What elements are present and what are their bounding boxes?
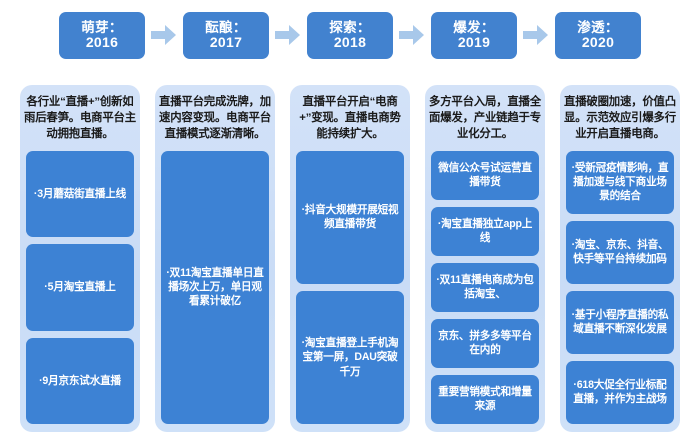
detail-column-2018: 直播平台开启“电商+”变现。直播电商势能持续扩大。 ·抖音大规模开展短视频直播带… (290, 85, 410, 432)
phase-timeline-row: 萌芽： 2016 酝酿： 2017 探索： 20 (0, 10, 700, 60)
detail-column-2017: 直播平台完成洗牌，加速内容变现。电商平台直播模式逐渐清晰。 ·双11淘宝直播单日… (155, 85, 275, 432)
column-heading-2017: 直播平台完成洗牌，加速内容变现。电商平台直播模式逐渐清晰。 (159, 96, 271, 141)
phase-label-2019: 爆发： (453, 19, 495, 35)
phase-label-2017: 酝酿： (205, 19, 247, 35)
column-heading-2019: 多方平台入局，直播全面爆发，产业链趋于专业化分工。 (429, 96, 541, 141)
detail-column-2016: 各行业“直播+”创新如雨后春笋。电商平台主动拥抱直播。 ·3月蘑菇街直播上线 ·… (20, 85, 140, 432)
right-arrow-icon-3 (393, 12, 431, 59)
column-heading-2020: 直播破圈加速，价值凸显。示范效应引爆多行业开启直播电商。 (564, 96, 676, 141)
phase-cell-5: 渗透： 2020 (555, 11, 641, 59)
bullet-item[interactable]: ·基于小程序直播的私域直播不断深化发展 (566, 290, 674, 354)
bullet-list-2017: ·双11淘宝直播单日直播场次上万，单日观看累计破亿 (161, 150, 269, 424)
bullet-item[interactable]: ·5月淘宝直播上 (26, 244, 134, 331)
phase-cell-4: 爆发： 2019 (431, 11, 555, 59)
phase-box-2020[interactable]: 渗透： 2020 (555, 11, 641, 59)
bullet-list-2018: ·抖音大规模开展短视频直播带货 ·淘宝直播登上手机淘宝第一屏，DAU突破千万 (296, 150, 404, 424)
bullet-item[interactable]: ·抖音大规模开展短视频直播带货 (296, 150, 404, 284)
bullet-item[interactable]: ·淘宝、京东、抖音、快手等平台持续加码 (566, 220, 674, 284)
bullet-list-2019: 微信公众号试运营直播带货 ·淘宝直播独立app上线 ·双11直播电商成为包括淘宝… (431, 150, 539, 425)
phase-year-2020: 2020 (581, 33, 615, 50)
phase-label-2020: 渗透： (577, 19, 619, 35)
bullet-item[interactable]: ·3月蘑菇街直播上线 (26, 150, 134, 238)
column-heading-2018: 直播平台开启“电商+”变现。直播电商势能持续扩大。 (299, 96, 401, 141)
bullet-item[interactable]: ·618大促全行业标配直播，并作为主战场 (566, 360, 674, 424)
column-heading-2016: 各行业“直播+”创新如雨后春笋。电商平台主动拥抱直播。 (24, 96, 136, 141)
bullet-item[interactable]: ·双11直播电商成为包括淘宝、 (431, 262, 539, 312)
phase-label-2016: 萌芽： (81, 19, 123, 35)
phase-year-2019: 2019 (457, 33, 491, 50)
phase-cell-2: 酝酿： 2017 (183, 11, 307, 59)
bullet-item[interactable]: 微信公众号试运营直播带货 (431, 150, 539, 200)
right-arrow-icon-1 (145, 12, 183, 59)
detail-column-2020: 直播破圈加速，价值凸显。示范效应引爆多行业开启直播电商。 ·受新冠疫情影响，直播… (560, 85, 680, 432)
bullet-item[interactable]: ·9月京东试水直播 (26, 337, 134, 425)
phase-year-2016: 2016 (85, 33, 119, 50)
right-arrow-icon-4 (517, 12, 555, 59)
right-arrow-icon-2 (269, 12, 307, 59)
bullet-item[interactable]: 重要营销模式和增量来源 (431, 374, 539, 425)
phase-cell-3: 探索： 2018 (307, 11, 431, 59)
phase-box-2018[interactable]: 探索： 2018 (307, 11, 393, 59)
phase-box-2016[interactable]: 萌芽： 2016 (59, 11, 145, 59)
phase-cell-1: 萌芽： 2016 (59, 11, 183, 59)
phase-label-2018: 探索： (329, 19, 371, 35)
phase-box-2019[interactable]: 爆发： 2019 (431, 11, 517, 59)
bullet-item[interactable]: ·双11淘宝直播单日直播场次上万，单日观看累计破亿 (161, 150, 269, 424)
detail-column-2019: 多方平台入局，直播全面爆发，产业链趋于专业化分工。 微信公众号试运营直播带货 ·… (425, 85, 545, 432)
bullet-list-2020: ·受新冠疫情影响，直播加速与线下商业场景的结合 ·淘宝、京东、抖音、快手等平台持… (566, 150, 674, 424)
detail-columns: 各行业“直播+”创新如雨后春笋。电商平台主动拥抱直播。 ·3月蘑菇街直播上线 ·… (0, 85, 700, 435)
phase-year-2017: 2017 (209, 33, 243, 50)
bullet-item[interactable]: ·淘宝直播独立app上线 (431, 206, 539, 256)
bullet-item[interactable]: ·受新冠疫情影响，直播加速与线下商业场景的结合 (566, 150, 674, 214)
bullet-list-2016: ·3月蘑菇街直播上线 ·5月淘宝直播上 ·9月京东试水直播 (26, 150, 134, 425)
phase-year-2018: 2018 (333, 33, 367, 50)
phase-box-2017[interactable]: 酝酿： 2017 (183, 11, 269, 59)
bullet-item[interactable]: 京东、拼多多等平台在内的 (431, 318, 539, 368)
bullet-item[interactable]: ·淘宝直播登上手机淘宝第一屏，DAU突破千万 (296, 290, 404, 424)
